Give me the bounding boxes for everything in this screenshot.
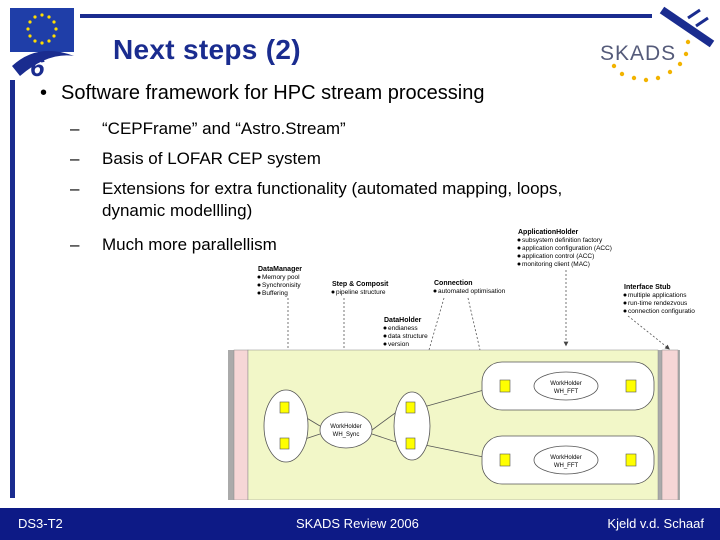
architecture-diagram: ApplicationHolder subsystem definition f… [228,229,695,500]
svg-text:automated optimisation: automated optimisation [438,288,506,295]
sub-bullet-text: Basis of LOFAR CEP system [102,149,321,168]
footer-bar: DS3-T2 SKADS Review 2006 Kjeld v.d. Scha… [0,508,720,540]
svg-text:Step & Composit: Step & Composit [332,281,389,288]
svg-text:endianess: endianess [388,325,418,332]
skads-logo-text: SKADS [600,42,676,65]
workholder-sub: WH_FFT [554,389,579,395]
label-application-holder: ApplicationHolder subsystem definition f… [517,229,612,268]
workholder-label: WorkHolder [550,381,582,387]
workholder-sub: WH_FFT [554,463,579,469]
dash-icon: – [70,119,80,138]
slide-title: Next steps (2) [113,34,301,65]
right-pink-bar [661,349,679,500]
label-data-manager: DataManager Memory pool Synchronisity Bu… [257,266,302,297]
label-step-composit: Step & Composit pipeline structure [331,281,389,296]
skads-logo: SKADS [600,6,715,83]
svg-text:Interface Stub: Interface Stub [624,284,671,291]
sub-bullet-text: Extensions for extra functionality (auto… [102,179,563,198]
workholder-sub: WH_Sync [333,432,360,438]
svg-text:Synchronisity: Synchronisity [262,282,301,289]
svg-text:Memory pool: Memory pool [262,274,300,281]
svg-text:ApplicationHolder: ApplicationHolder [518,229,579,236]
dash-icon: – [70,179,80,198]
workholder-sync [319,411,373,449]
sync-port [405,401,416,414]
svg-text:connection configuratio: connection configuratio [628,308,695,315]
bullet-icon: • [40,82,48,104]
sync-outputs [393,391,431,461]
svg-text:version: version [388,341,409,348]
sub-bullet-text: Much more parallellism [102,235,277,254]
main-bullet-text: Software framework for HPC stream proces… [61,82,485,104]
svg-text:Buffering: Buffering [262,290,288,297]
pipeline-port [499,379,511,393]
sync-port [405,437,416,450]
sub-bullet-text-cont: dynamic modellling) [102,201,253,220]
svg-text:data structure: data structure [388,333,428,340]
svg-text:multiple applications: multiple applications [628,292,687,299]
svg-text:DataManager: DataManager [258,266,302,273]
eu-logo-number: 6 [30,52,45,80]
label-connection: Connection automated optimisation [433,280,506,295]
svg-text:application configuration (ACC: application configuration (ACC) [522,245,612,252]
sub-bullet: – Extensions for extra functionality (aut… [70,178,562,222]
svg-text:monitoring client (MAC): monitoring client (MAC) [522,261,590,268]
pipeline-port [625,453,637,467]
eu-fp6-logo: 6 [10,8,74,80]
left-accent-bar [10,80,15,498]
workholder-fft [533,371,599,401]
sub-bullet: – “CEPFrame” and “Astro.Stream” [70,118,346,140]
workholder-label: WorkHolder [550,455,582,461]
label-data-holder: DataHolder endianess data structure vers… [383,317,428,348]
sub-bullet: – Basis of LOFAR CEP system [70,148,321,170]
source-port [279,401,290,414]
svg-text:DataHolder: DataHolder [384,317,422,324]
svg-text:application control (ACC): application control (ACC) [522,253,594,260]
footer-center: SKADS Review 2006 [296,516,419,531]
dash-icon: – [70,149,80,168]
main-bullet: • Software framework for HPC stream proce… [40,82,484,105]
svg-text:run-time rendezvous: run-time rendezvous [628,300,688,307]
label-interface-stub: Interface Stub multiple applications run… [623,284,695,315]
pipeline-port [499,453,511,467]
footer-right: Kjeld v.d. Schaaf [607,516,704,531]
svg-text:Connection: Connection [434,280,473,287]
workholder-fft [533,445,599,475]
source-stub [263,389,309,463]
sub-bullet-text: “CEPFrame” and “Astro.Stream” [102,119,346,138]
dash-icon: – [70,235,80,254]
left-pink-bar [233,349,249,500]
workholder-label: WorkHolder [330,424,362,430]
header-rule [80,14,652,18]
sub-bullet: – Much more parallellism [70,234,277,256]
svg-text:pipeline structure: pipeline structure [336,289,386,296]
source-port [279,437,290,450]
footer-left: DS3-T2 [18,516,63,531]
svg-text:subsystem definition factory: subsystem definition factory [522,237,603,244]
pipeline-port [625,379,637,393]
